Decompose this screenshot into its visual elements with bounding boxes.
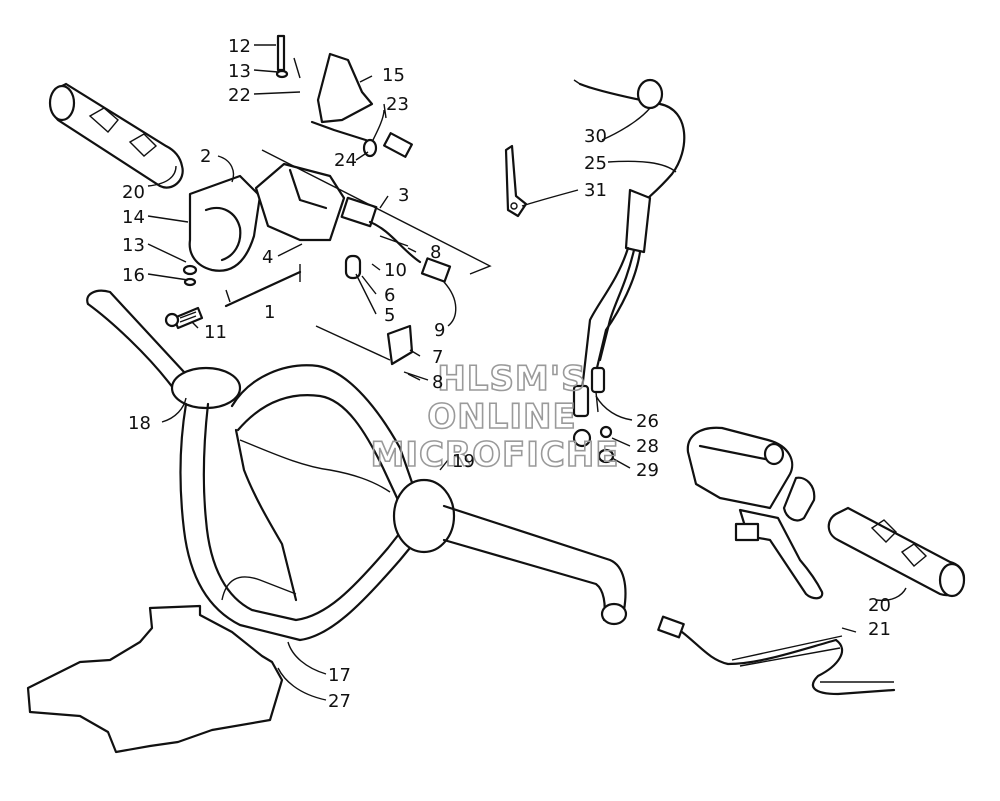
switch-wiring: [368, 220, 452, 381]
callout-8: 8: [430, 242, 441, 263]
callout-10: 10: [384, 260, 407, 281]
bracket: [386, 324, 414, 366]
plunger: [344, 254, 362, 280]
right-grip: [827, 506, 966, 598]
callout-3: 3: [398, 185, 409, 206]
throttle-lever: [275, 34, 413, 158]
callout-5: 5: [384, 305, 395, 326]
callout-20: 20: [122, 182, 145, 203]
brake-lever: [738, 508, 824, 600]
callout-30: 30: [584, 126, 607, 147]
brake-cable: [572, 78, 686, 464]
grip-heater: [657, 615, 896, 696]
callout-4: 4: [262, 247, 273, 268]
handlebar-clamp-left: [170, 366, 242, 410]
handlebar-clamp-right: [392, 478, 456, 554]
watermark-line-2: ONLINE: [427, 397, 576, 437]
callout-18: 18: [128, 413, 151, 434]
callout-8-b: 8: [432, 372, 443, 393]
callout-2: 2: [200, 146, 211, 167]
callout-20-b: 20: [868, 595, 891, 616]
callout-22: 22: [228, 85, 251, 106]
callout-13: 13: [228, 61, 251, 82]
callout-25: 25: [584, 153, 607, 174]
callout-26: 26: [636, 411, 659, 432]
callout-7: 7: [432, 347, 443, 368]
callout-29: 29: [636, 460, 659, 481]
callouts: 12 13 22 15 23 2 24 3 20 14 13 16 4 8 10…: [122, 36, 891, 712]
callout-6: 6: [384, 285, 395, 306]
callout-17: 17: [328, 665, 351, 686]
callout-21: 21: [868, 619, 891, 640]
callout-16: 16: [122, 265, 145, 286]
callout-11: 11: [204, 322, 227, 343]
left-grip: [48, 82, 184, 189]
handlebar-pad: [26, 604, 284, 754]
callout-27: 27: [328, 691, 351, 712]
brake-master-cylinder: [686, 426, 824, 600]
callout-1: 1: [264, 302, 275, 323]
callout-12: 12: [228, 36, 251, 57]
callout-24: 24: [334, 150, 357, 171]
callout-15: 15: [382, 65, 405, 86]
leader-lines: [147, 44, 907, 701]
callout-31: 31: [584, 180, 607, 201]
watermark: HLSM'S ONLINE MICROFICHE: [370, 358, 620, 476]
callout-23: 23: [386, 94, 409, 115]
callout-19: 19: [452, 451, 475, 472]
watermark-line-1: HLSM'S: [437, 359, 586, 399]
watermark-line-3: MICROFICHE: [370, 435, 619, 475]
throttle-housing: [188, 149, 492, 361]
callout-9: 9: [434, 320, 445, 341]
callout-28: 28: [636, 436, 659, 457]
callout-14: 14: [122, 207, 145, 228]
callout-13-b: 13: [122, 235, 145, 256]
handlebar: [86, 289, 628, 642]
screw: [164, 264, 204, 330]
